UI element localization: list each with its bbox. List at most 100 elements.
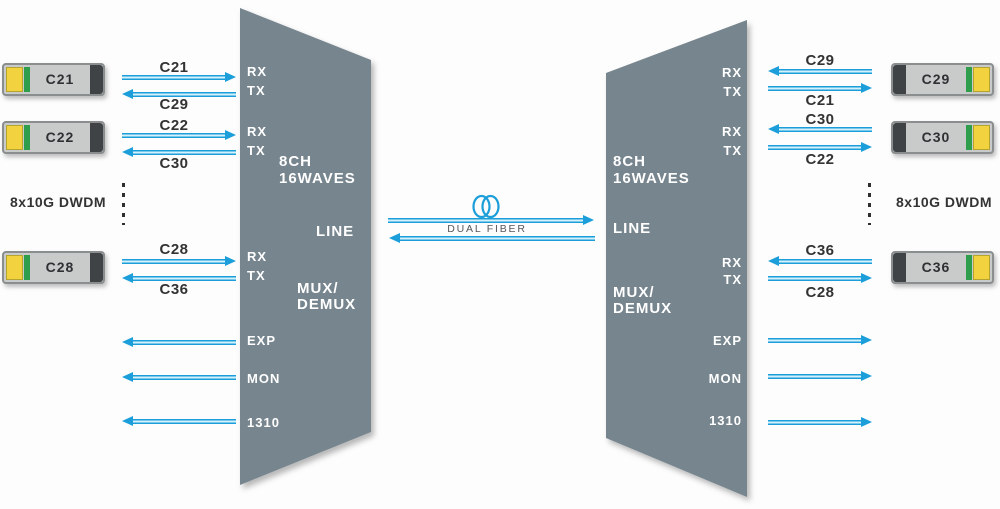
arrow-c22-to-mux	[122, 130, 236, 140]
port-tx: TX	[723, 84, 742, 99]
channel-label: C21	[805, 92, 835, 109]
fiber-port-green-icon	[966, 255, 972, 280]
arrow-c29-from-mux	[122, 89, 236, 99]
arrow-mon-left	[122, 372, 236, 382]
connector-bail-icon	[893, 253, 906, 282]
fiber-port-green-icon	[24, 67, 30, 92]
arrow-1310-right	[768, 417, 872, 427]
fiber-port-green-icon	[24, 255, 30, 280]
connector-bail-icon	[90, 65, 103, 94]
mux-title-line1: 8CH	[613, 153, 647, 170]
port-exp: EXP	[712, 333, 742, 348]
arrow-line-west	[389, 233, 595, 243]
port-rx: RX	[721, 65, 742, 80]
left-group-label: 8x10G DWDM	[10, 194, 107, 210]
connector-bail-icon	[893, 65, 906, 94]
port-rx: RX	[247, 249, 268, 264]
port-line: LINE	[316, 223, 355, 240]
channel-label: C30	[159, 155, 189, 172]
port-rx: RX	[721, 124, 742, 139]
left-dashed-separator	[122, 183, 125, 225]
mux-label-line1: MUX/	[297, 280, 339, 297]
arrow-c36-from-mux	[122, 273, 236, 283]
transceiver-c30: C30	[891, 121, 994, 154]
channel-label: C22	[159, 117, 189, 134]
left-mux-shape	[240, 8, 371, 485]
port-1310: 1310	[709, 413, 742, 428]
channel-label: C30	[805, 111, 835, 128]
transceiver-label: C36	[921, 259, 951, 275]
connector-bail-icon	[90, 123, 103, 152]
dual-fiber-label: DUAL FIBER	[447, 223, 527, 235]
transceiver-c22: C22	[2, 121, 105, 154]
right-dashed-separator	[868, 183, 871, 225]
port-tx: TX	[723, 143, 742, 158]
arrow-mon-right	[768, 371, 872, 381]
right-mux-shape	[606, 20, 747, 497]
transceiver-c36: C36	[891, 251, 994, 284]
fiber-port-yellow-icon	[973, 255, 990, 280]
channel-label: C36	[159, 281, 189, 298]
transceiver-label: C28	[45, 259, 75, 275]
port-mon: MON	[708, 371, 742, 386]
arrow-c30-to-mux	[768, 124, 872, 134]
channel-label: C22	[805, 151, 835, 168]
connector-bail-icon	[90, 253, 103, 282]
transceiver-label: C30	[921, 129, 951, 145]
channel-label: C21	[159, 59, 189, 76]
transceiver-label: C29	[921, 71, 951, 87]
right-group-label: 8x10G DWDM	[896, 194, 993, 210]
channel-label: C29	[805, 52, 835, 69]
mux-label-line2: DEMUX	[297, 296, 357, 313]
mux-title-line2: 16WAVES	[613, 170, 690, 187]
fiber-port-green-icon	[24, 125, 30, 150]
arrow-c22-from-mux	[768, 142, 872, 152]
port-1310: 1310	[247, 415, 280, 430]
channel-label: C28	[805, 284, 835, 301]
port-tx: TX	[723, 272, 742, 287]
port-line: LINE	[613, 220, 652, 237]
fiber-port-yellow-icon	[6, 67, 23, 92]
fiber-port-yellow-icon	[973, 125, 990, 150]
arrow-c29-to-mux	[768, 66, 872, 76]
port-rx: RX	[721, 255, 742, 270]
right-mux-title: 8CH 16WAVES	[613, 153, 690, 187]
port-tx: TX	[247, 268, 266, 283]
arrow-c36-to-mux	[768, 256, 872, 266]
arrow-c30-from-mux	[122, 147, 236, 157]
left-mux-title: 8CH 16WAVES	[279, 153, 356, 187]
transceiver-label: C21	[45, 71, 75, 87]
mux-title-line2: 16WAVES	[279, 170, 356, 187]
arrow-exp-left	[122, 337, 236, 347]
transceiver-c28: C28	[2, 251, 105, 284]
transceiver-c21: C21	[2, 63, 105, 96]
mux-label-line2: DEMUX	[613, 300, 673, 317]
port-tx: TX	[247, 83, 266, 98]
arrow-c28-from-mux	[768, 273, 872, 283]
fiber-port-yellow-icon	[6, 125, 23, 150]
arrow-1310-left	[122, 416, 236, 426]
channel-label: C29	[159, 96, 189, 113]
port-rx: RX	[247, 64, 268, 79]
arrow-exp-right	[768, 335, 872, 345]
port-rx: RX	[247, 124, 268, 139]
fiber-port-yellow-icon	[6, 255, 23, 280]
mux-title-line1: 8CH	[279, 153, 313, 170]
fiber-port-green-icon	[966, 67, 972, 92]
fiber-coil-icon	[472, 194, 500, 219]
port-exp: EXP	[247, 333, 277, 348]
transceiver-label: C22	[45, 129, 75, 145]
fiber-port-green-icon	[966, 125, 972, 150]
arrow-c21-from-mux	[768, 83, 872, 93]
fiber-port-yellow-icon	[973, 67, 990, 92]
arrow-c28-to-mux	[122, 256, 236, 266]
right-mux-function-label: MUX/ DEMUX	[613, 285, 672, 317]
channel-label: C36	[805, 242, 835, 259]
connector-bail-icon	[893, 123, 906, 152]
channel-label: C28	[159, 241, 189, 258]
left-mux-function-label: MUX/ DEMUX	[297, 281, 356, 313]
port-tx: TX	[247, 143, 266, 158]
arrow-line-east	[388, 215, 594, 225]
